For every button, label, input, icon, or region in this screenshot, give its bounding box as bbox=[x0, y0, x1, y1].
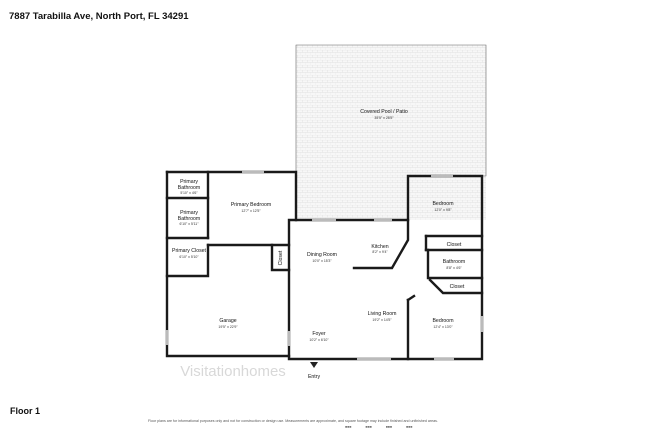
bathroom-dims: 8'8" x 4'6" bbox=[446, 266, 462, 270]
property-address: 7887 Tarabilla Ave, North Port, FL 34291 bbox=[9, 11, 189, 22]
kitchen-dims: 8'2" x 9'4" bbox=[372, 250, 388, 254]
footer-logo-icon: ■■■ bbox=[406, 425, 413, 429]
entry-label: Entry bbox=[308, 374, 321, 380]
kitchen-name: Kitchen bbox=[371, 244, 388, 250]
patio-area bbox=[296, 45, 486, 220]
foyer-name: Foyer bbox=[312, 331, 326, 337]
footer-logo-icon: ■■■ bbox=[345, 425, 352, 429]
windows bbox=[165, 170, 484, 361]
entry-arrow-icon bbox=[310, 362, 318, 368]
bathroom-name: Bathroom bbox=[443, 259, 466, 265]
patio-dims: 35'5" x 28'5" bbox=[374, 116, 394, 120]
footer-logo-icon: ■■■ bbox=[365, 425, 372, 429]
watermark: Visitationhomes bbox=[180, 363, 286, 380]
primary-bath-2-name2: Bathroom bbox=[178, 216, 201, 222]
closet-bottom-name: Closet bbox=[450, 284, 465, 290]
bedroom-top-name: Bedroom bbox=[432, 201, 453, 207]
primary-closet-dims: 6'10" x 5'10" bbox=[179, 255, 199, 259]
footer-logos: ■■■ ■■■ ■■■ ■■■ bbox=[345, 425, 412, 429]
closet-small-name: Closet bbox=[278, 250, 284, 265]
primary-bath-1-name: Primary bbox=[180, 179, 198, 185]
primary-bedroom-dims: 12'7" x 12'5" bbox=[241, 209, 261, 213]
walls bbox=[165, 170, 484, 361]
primary-bedroom-name: Primary Bedroom bbox=[231, 202, 271, 208]
foyer-dims: 10'2" x 6'10" bbox=[309, 338, 329, 342]
dining-dims: 10'0" x 15'3" bbox=[312, 259, 332, 263]
primary-bath-2-dims: 6'10" x 5'11" bbox=[180, 222, 200, 226]
living-name: Living Room bbox=[368, 311, 397, 317]
disclaimer-text: Floor plans are for informational purpos… bbox=[148, 419, 438, 423]
footer-logo-icon: ■■■ bbox=[385, 425, 393, 429]
living-dims: 19'2" x 14'5" bbox=[372, 318, 392, 322]
primary-bath-2-name: Primary bbox=[180, 210, 198, 216]
bedroom-top-dims: 12'0" x 9'8" bbox=[434, 208, 452, 212]
primary-bath-1-name2: Bathroom bbox=[178, 185, 201, 191]
bedroom-bottom-name: Bedroom bbox=[432, 318, 453, 324]
primary-bath-1-dims: 5'10" x 4'6" bbox=[180, 191, 198, 195]
garage-dims: 19'5" x 22'9" bbox=[218, 325, 238, 329]
dining-name: Dining Room bbox=[307, 252, 337, 258]
bedroom-bottom-dims: 12'4" x 13'0" bbox=[433, 325, 453, 329]
closet-top-name: Closet bbox=[447, 242, 462, 248]
patio-name: Covered Pool / Patio bbox=[360, 109, 408, 115]
floor-label: Floor 1 bbox=[10, 406, 41, 416]
garage-name: Garage bbox=[219, 318, 236, 324]
primary-closet-name: Primary Closet bbox=[172, 248, 207, 254]
